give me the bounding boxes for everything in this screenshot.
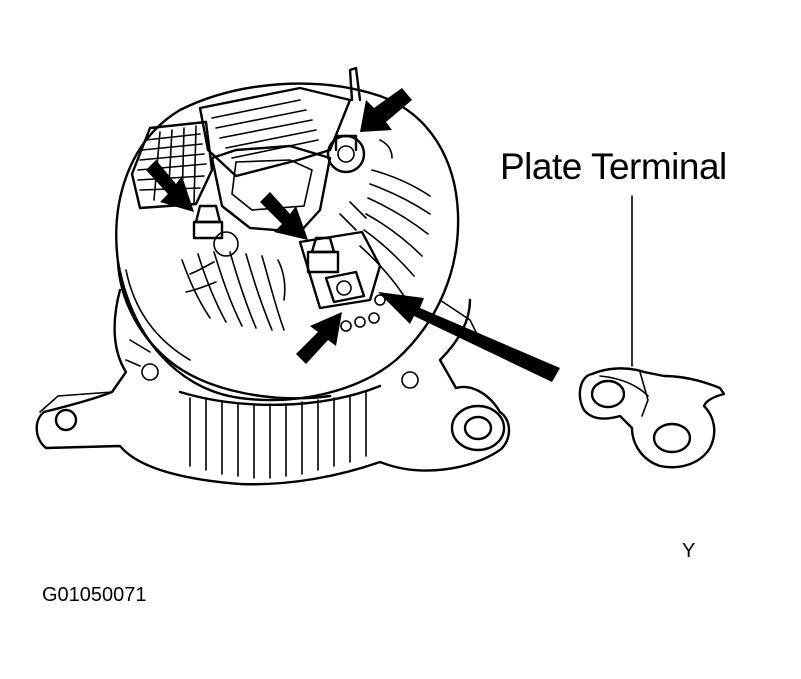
plate-terminal-drawing bbox=[578, 195, 726, 469]
arrow-icon bbox=[360, 88, 412, 132]
view-mark: Y bbox=[682, 540, 696, 562]
alternator-drawing bbox=[35, 66, 511, 486]
arrow-icon bbox=[296, 312, 342, 364]
figure-code: G01050071 bbox=[42, 584, 147, 606]
pointer-arrows bbox=[146, 88, 560, 382]
plate-terminal-label: Plate Terminal bbox=[500, 146, 727, 187]
arrow-icon bbox=[260, 192, 308, 240]
arrow-icon bbox=[146, 160, 194, 212]
arrow-icon bbox=[378, 292, 560, 382]
